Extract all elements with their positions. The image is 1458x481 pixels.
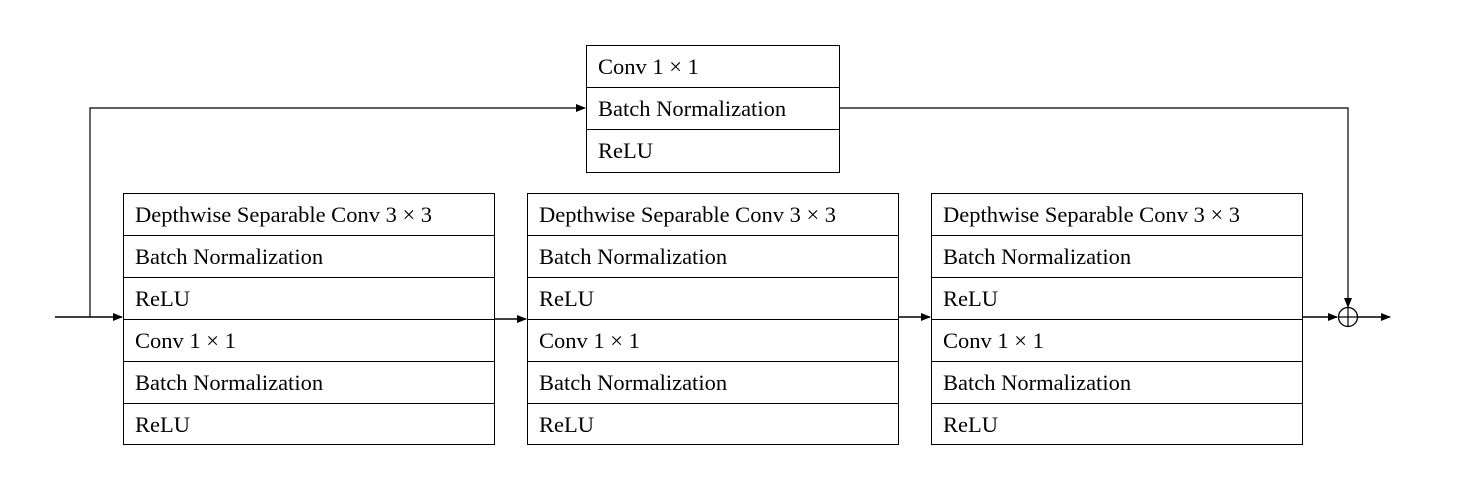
- block1-relu-row-1: ReLU: [124, 278, 494, 320]
- block2-bn-row-1: Batch Normalization: [528, 236, 898, 278]
- block1-conv-row: Conv 1 × 1: [124, 320, 494, 362]
- shortcut-block: Conv 1 × 1 Batch Normalization ReLU: [586, 45, 840, 173]
- block3-conv-row: Conv 1 × 1: [932, 320, 1302, 362]
- shortcut-conv-row: Conv 1 × 1: [587, 46, 839, 88]
- shortcut-relu-row: ReLU: [598, 138, 653, 163]
- block2-relu-row-2: ReLU: [539, 412, 594, 437]
- block3-dsconv-row: Depthwise Separable Conv 3 × 3: [932, 194, 1302, 236]
- block3-relu-row-1: ReLU: [932, 278, 1302, 320]
- shortcut-output-line: [840, 107, 1352, 308]
- block1-relu-row-2: ReLU: [135, 412, 190, 437]
- block1-bn-row-2: Batch Normalization: [124, 362, 494, 404]
- block2-dsconv-row: Depthwise Separable Conv 3 × 3: [528, 194, 898, 236]
- block3-bn-row-2: Batch Normalization: [932, 362, 1302, 404]
- block1-dsconv-row: Depthwise Separable Conv 3 × 3: [124, 194, 494, 236]
- block3-relu-row-2: ReLU: [943, 412, 998, 437]
- shortcut-bn-row: Batch Normalization: [587, 88, 839, 130]
- block1-bn-row-1: Batch Normalization: [124, 236, 494, 278]
- block2-conv-row: Conv 1 × 1: [528, 320, 898, 362]
- block2-relu-row-1: ReLU: [528, 278, 898, 320]
- skip-branch-line: [89, 104, 586, 317]
- circled-plus-icon: [1337, 306, 1359, 328]
- block2-bn-row-2: Batch Normalization: [528, 362, 898, 404]
- main-block-3: Depthwise Separable Conv 3 × 3 Batch Nor…: [931, 193, 1303, 445]
- block3-bn-row-1: Batch Normalization: [932, 236, 1302, 278]
- main-block-1: Depthwise Separable Conv 3 × 3 Batch Nor…: [123, 193, 495, 445]
- main-block-2: Depthwise Separable Conv 3 × 3 Batch Nor…: [527, 193, 899, 445]
